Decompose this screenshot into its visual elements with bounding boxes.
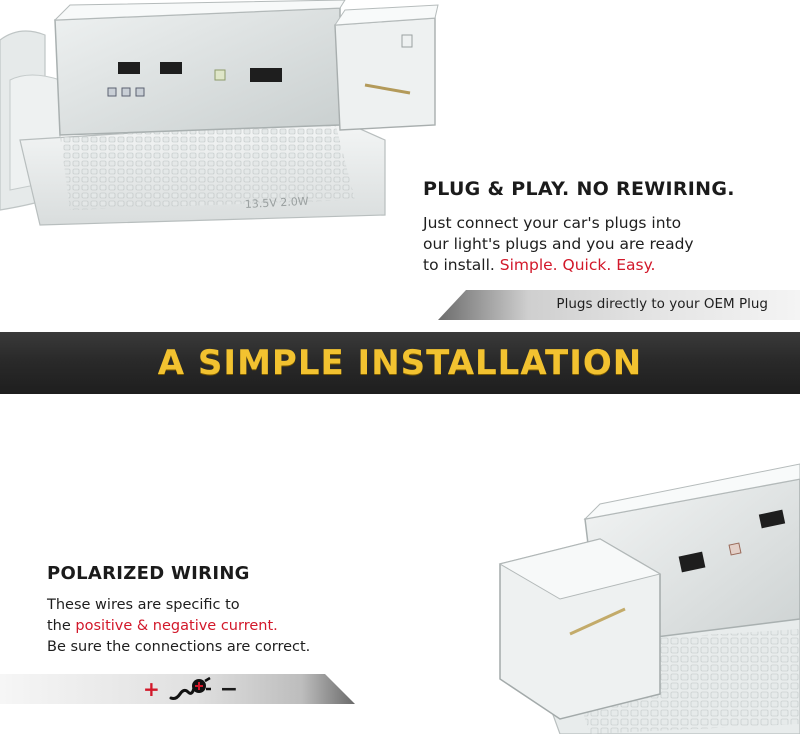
description-line: These wires are specific to xyxy=(47,597,240,613)
plug-and-play-heading: PLUG & PLAY. NO REWIRING. xyxy=(423,178,735,200)
plug-wire-icon xyxy=(169,676,211,700)
positive-sign: + xyxy=(143,677,160,701)
product-image-bottom xyxy=(498,463,800,734)
positive-negative-highlight: positive & negative current. xyxy=(75,618,278,634)
oem-plug-strip xyxy=(438,290,800,320)
description-text: to install. xyxy=(423,256,495,274)
description-line: to install. Simple. Quick. Easy. xyxy=(423,255,694,276)
product-image-top: 13.5V 2.0W xyxy=(0,0,439,226)
banner-title: A SIMPLE INSTALLATION xyxy=(157,343,643,383)
description-text: the xyxy=(47,618,71,634)
description-line: the positive & negative current. xyxy=(47,616,310,637)
simple-quick-easy-highlight: Simple. Quick. Easy. xyxy=(499,256,656,274)
polarized-wiring-description: These wires are specific to the positive… xyxy=(47,595,310,658)
plug-and-play-section: 13.5V 2.0W PLUG & PLAY. NO REWIRING. Jus… xyxy=(0,0,800,332)
polarized-wiring-section: POLARIZED WIRING These wires are specifi… xyxy=(0,394,800,734)
oem-plug-caption: Plugs directly to your OEM Plug xyxy=(556,296,768,312)
plug-and-play-description: Just connect your car's plugs into our l… xyxy=(423,213,694,276)
negative-sign: − xyxy=(219,676,239,702)
polarity-indicator: + − xyxy=(143,674,238,704)
description-line: Just connect your car's plugs into xyxy=(423,214,682,232)
polarized-wiring-heading: POLARIZED WIRING xyxy=(47,563,250,584)
lens-marking: 13.5V 2.0W xyxy=(244,195,309,211)
polarity-strip xyxy=(0,674,355,704)
description-line: our light's plugs and you are ready xyxy=(423,235,694,253)
installation-banner: A SIMPLE INSTALLATION xyxy=(0,332,800,394)
description-line: Be sure the connections are correct. xyxy=(47,639,311,655)
